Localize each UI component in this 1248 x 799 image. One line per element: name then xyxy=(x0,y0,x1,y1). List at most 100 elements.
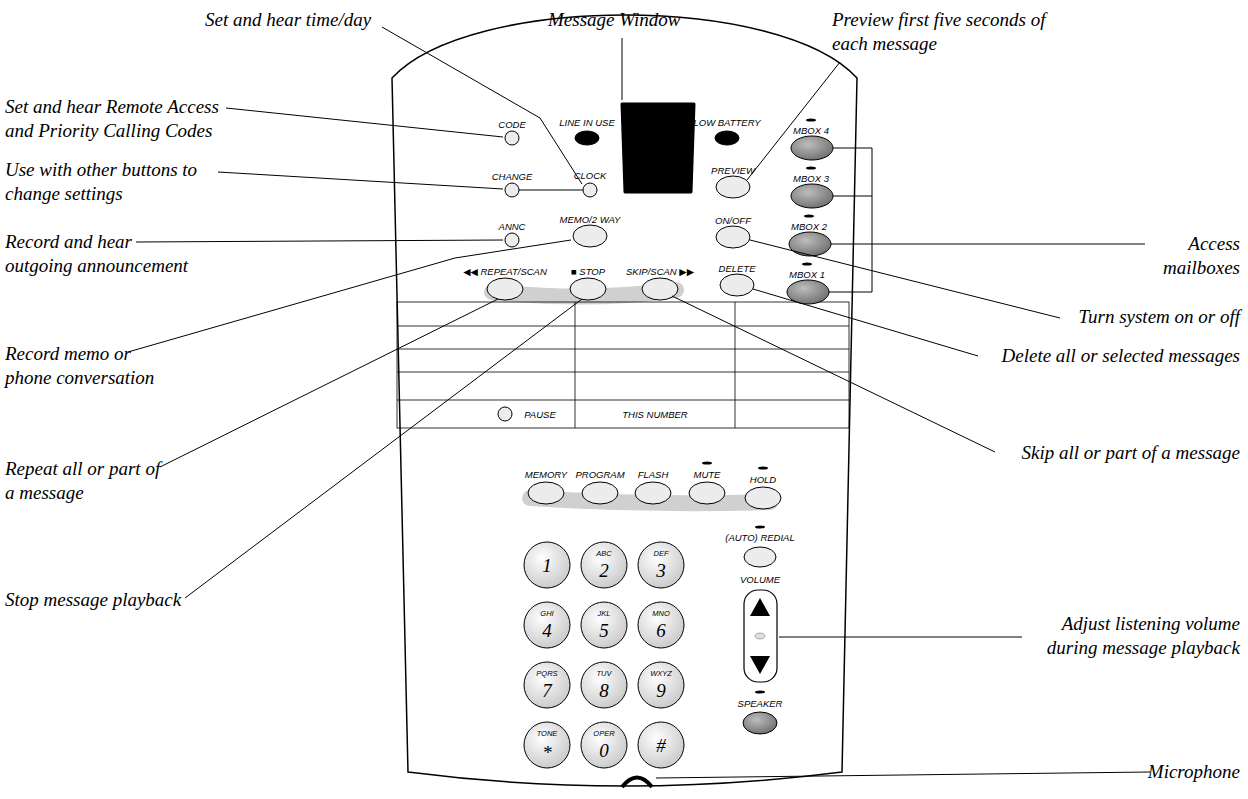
leader-line xyxy=(382,27,582,184)
indicator-light xyxy=(575,131,739,145)
message-window xyxy=(622,104,694,192)
label-strip xyxy=(397,372,849,373)
key-digit: # xyxy=(656,736,666,756)
button-label: (AUTO) REDIAL xyxy=(725,532,795,543)
oval-button xyxy=(689,482,725,504)
oval-button xyxy=(716,226,750,248)
leader-line xyxy=(656,772,1150,778)
button-label: SPEAKER xyxy=(738,698,783,709)
button-label: MBOX 2 xyxy=(791,221,827,232)
key-letters: DEF xyxy=(654,550,669,558)
keypad-key xyxy=(524,542,570,588)
key-letters: TONE xyxy=(537,730,558,738)
key-digit: 5 xyxy=(599,621,609,641)
label-strip xyxy=(397,326,849,327)
button-label: LOW BATTERY xyxy=(693,117,760,128)
keypad-key xyxy=(638,662,684,708)
label-strip xyxy=(735,302,736,428)
oval-button xyxy=(744,547,776,567)
button-label: ◀◀ REPEAT/SCAN xyxy=(463,266,547,277)
button-label: PROGRAM xyxy=(575,469,624,480)
message-window xyxy=(622,104,694,192)
keypad-key xyxy=(581,662,627,708)
oval-button xyxy=(582,482,618,504)
leader-line xyxy=(672,296,995,452)
keypad-key xyxy=(581,722,627,768)
callout-text: Turn system on or off xyxy=(1040,305,1240,329)
button-label: ANNC xyxy=(499,221,526,232)
button-label: ON/OFF xyxy=(715,215,751,226)
keypad-key xyxy=(524,722,570,768)
callout-text: Record and hear outgoing announcement xyxy=(5,230,190,278)
small-button xyxy=(498,407,512,421)
indicator-dash xyxy=(755,690,765,693)
key-digit: * xyxy=(542,743,552,763)
callout-text: Record memo or phone conversation xyxy=(5,342,160,390)
callout-text: Set and hear Remote Access and Priority … xyxy=(5,95,233,143)
key-letters: MNO xyxy=(652,610,670,618)
button-label: THIS NUMBER xyxy=(622,409,687,420)
oval-button xyxy=(745,487,781,509)
oval-button xyxy=(635,482,671,504)
indicator-light xyxy=(715,131,739,145)
leader-line xyxy=(622,38,623,100)
callout-text: Use with other buttons to change setting… xyxy=(5,158,235,206)
mailbox-bracket xyxy=(833,196,872,197)
leader-line xyxy=(128,27,1150,778)
oval-button xyxy=(573,225,607,247)
button-label: SKIP/SCAN ▶▶ xyxy=(626,266,694,277)
leader-line xyxy=(160,299,498,467)
label-strip xyxy=(575,302,576,428)
key-letters: WXYZ xyxy=(650,670,672,678)
button-label: CLOCK xyxy=(574,170,607,181)
volume-rocker xyxy=(750,598,770,616)
button-label: PAUSE xyxy=(524,409,556,420)
key-digit: 7 xyxy=(542,681,552,701)
callout-text: Skip all or part of a message xyxy=(960,441,1240,465)
callout-text: Delete all or selected messages xyxy=(960,344,1240,368)
oval-button xyxy=(528,482,564,504)
callout-text: Preview first five seconds of each messa… xyxy=(832,8,1057,56)
keypad-key xyxy=(638,602,684,648)
button-label: HOLD xyxy=(750,474,776,485)
mailbox-bracket xyxy=(872,244,1145,245)
key-digit: 1 xyxy=(542,556,552,576)
indicator-dash xyxy=(755,525,765,528)
callout-text: Stop message playback xyxy=(5,588,181,612)
button-label: MEMO/2 WAY xyxy=(560,214,621,225)
mailbox-button xyxy=(789,232,831,256)
mailbox-bracket xyxy=(872,148,873,292)
key-letters: ABC xyxy=(596,550,611,558)
button-label: VOLUME xyxy=(740,574,780,585)
callout-text: Set and hear time/day xyxy=(205,8,371,32)
oval-button xyxy=(716,176,750,198)
indicator-dash xyxy=(802,262,812,265)
button-label: ■ STOP xyxy=(571,266,605,277)
key-digit: 6 xyxy=(656,621,666,641)
callout-text: Repeat all or part of a message xyxy=(5,457,165,505)
oval-button xyxy=(487,176,781,567)
volume-rocker xyxy=(744,590,777,682)
leader-line xyxy=(128,240,571,352)
mailbox-button xyxy=(787,280,829,304)
keypad-key xyxy=(638,542,684,588)
label-strip xyxy=(397,302,849,428)
button-band xyxy=(492,290,770,503)
keypad-key xyxy=(581,542,627,588)
key-letters: PQRS xyxy=(536,670,557,678)
keypad-key xyxy=(524,602,570,648)
mailbox-button xyxy=(791,136,833,160)
callout-text: Adjust listening volume during message p… xyxy=(1030,612,1240,660)
key-digit: 9 xyxy=(656,681,666,701)
leader-line xyxy=(226,108,503,137)
label-strip xyxy=(397,302,849,428)
key-digit: 2 xyxy=(599,561,609,581)
small-button xyxy=(505,183,519,197)
button-label: FLASH xyxy=(638,469,669,480)
key-digit: 3 xyxy=(656,561,666,581)
label-strip xyxy=(397,400,849,401)
volume-rocker xyxy=(750,656,770,674)
mailbox-bracket xyxy=(833,148,872,149)
